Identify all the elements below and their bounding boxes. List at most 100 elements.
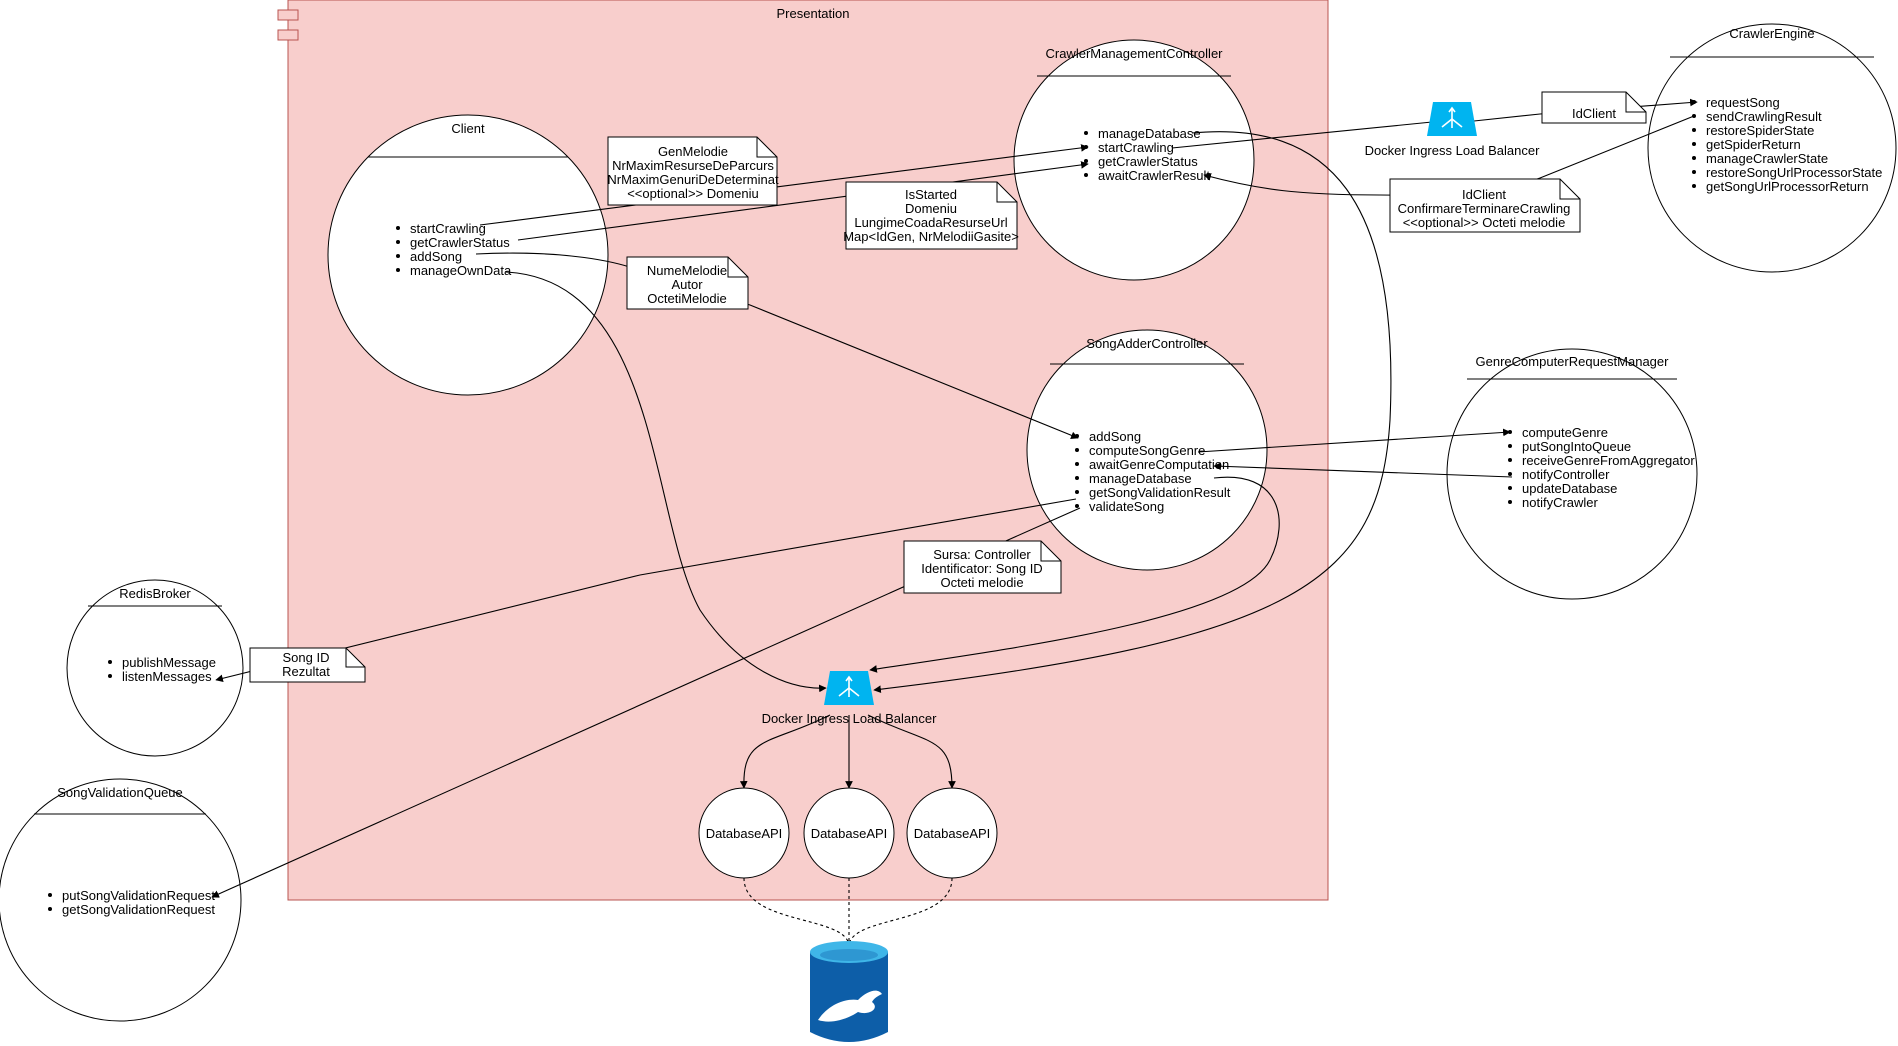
edge-crawler-manage-database	[873, 131, 1392, 694]
crawler-mgmt-title: CrawlerManagementController	[1045, 46, 1223, 61]
note-nume-melodie[interactable]: NumeMelodie Autor OctetiMelodie	[626, 256, 749, 310]
svg-text:IdClient: IdClient	[1462, 187, 1506, 202]
song-adder-method: awaitGenreComputation	[1089, 457, 1229, 472]
song-adder-method: manageDatabase	[1089, 471, 1192, 486]
genre-manager-method-list: computeGenre putSongIntoQueue receiveGen…	[1508, 425, 1695, 510]
song-adder-controller-node[interactable]: SongAdderController addSong computeSongG…	[1026, 329, 1268, 571]
note-is-started[interactable]: IsStarted Domeniu LungimeCoadaResurseUrl…	[843, 181, 1019, 250]
crawler-engine-method: requestSong	[1706, 95, 1780, 110]
song-adder-method: computeSongGenre	[1089, 443, 1205, 458]
redis-broker-node[interactable]: RedisBroker publishMessage listenMessage…	[66, 579, 244, 757]
svg-text:NrMaximGenuriDeDeterminat: NrMaximGenuriDeDeterminat	[607, 172, 779, 187]
song-adder-method: validateSong	[1089, 499, 1164, 514]
edge-lb-db1	[739, 714, 831, 789]
genre-computer-request-manager-node[interactable]: GenreComputerRequestManager computeGenre…	[1446, 348, 1698, 600]
client-node[interactable]: Client startCrawling getCrawlerStatus ad…	[327, 114, 609, 396]
database-api-node[interactable]: DatabaseAPI	[698, 787, 790, 879]
genre-manager-method: computeGenre	[1522, 425, 1608, 440]
svg-text:<<optional>> Domeniu: <<optional>> Domeniu	[627, 186, 759, 201]
edge-validate-song	[211, 507, 1081, 898]
crawler-engine-node[interactable]: CrawlerEngine requestSong sendCrawlingRe…	[1647, 23, 1897, 273]
edge-validation-result	[215, 498, 1077, 683]
edge-compute-genre	[1197, 428, 1511, 453]
note-sursa[interactable]: Sursa: Controller Identificator: Song ID…	[903, 540, 1062, 594]
svg-text:Rezultat: Rezultat	[282, 664, 330, 679]
redis-method: publishMessage	[122, 655, 216, 670]
db-link-1	[743, 877, 850, 946]
edge-manage-own-data	[505, 271, 827, 693]
database-api-node[interactable]: DatabaseAPI	[906, 787, 998, 879]
edge-get-crawler-status	[517, 161, 1089, 241]
svg-text:Sursa: Controller: Sursa: Controller	[933, 547, 1031, 562]
svg-text:NumeMelodie: NumeMelodie	[647, 263, 727, 278]
svg-text:Song ID: Song ID	[283, 650, 330, 665]
load-balancer-icon	[824, 671, 874, 705]
note-id-client[interactable]: IdClient	[1541, 91, 1647, 124]
database-api-node[interactable]: DatabaseAPI	[803, 787, 895, 879]
database-api-label: DatabaseAPI	[914, 826, 991, 841]
load-balancer-icon	[1427, 102, 1477, 136]
crawler-mgmt-method-list: manageDatabase startCrawling getCrawlerS…	[1084, 126, 1210, 183]
database-api-label: DatabaseAPI	[706, 826, 783, 841]
crawler-engine-method: getSpiderReturn	[1706, 137, 1801, 152]
edge-lb-db3	[867, 714, 956, 789]
load-balancer-middle[interactable]: Docker Ingress Load Balancer	[762, 671, 938, 726]
validation-queue-title: SongValidationQueue	[57, 785, 183, 800]
edges	[211, 98, 1698, 898]
validation-queue-method: putSongValidationRequest	[62, 888, 215, 903]
crawler-engine-method: restoreSpiderState	[1706, 123, 1814, 138]
crawler-engine-method-list: requestSong sendCrawlingResult restoreSp…	[1692, 95, 1882, 194]
client-method-list: startCrawling getCrawlerStatus addSong m…	[396, 221, 512, 278]
svg-text:NrMaximResurseDeParcurs: NrMaximResurseDeParcurs	[612, 158, 774, 173]
client-method: startCrawling	[410, 221, 486, 236]
svg-text:Identificator: Song ID: Identificator: Song ID	[921, 561, 1042, 576]
validation-queue-method-list: putSongValidationRequest getSongValidati…	[48, 888, 215, 917]
redis-method-list: publishMessage listenMessages	[108, 655, 216, 684]
note-song-id[interactable]: Song ID Rezultat	[249, 647, 366, 683]
edge-lb-to-engine	[1473, 98, 1698, 122]
redis-method: listenMessages	[122, 669, 212, 684]
edge-crawler-to-lb	[1171, 121, 1433, 149]
edge-start-crawling	[479, 144, 1089, 226]
genre-manager-method: notifyController	[1522, 467, 1610, 482]
edge-notify-controller	[1213, 462, 1513, 478]
client-method: addSong	[410, 249, 462, 264]
client-title: Client	[451, 121, 485, 136]
song-adder-method: getSongValidationResult	[1089, 485, 1231, 500]
client-method: getCrawlerStatus	[410, 235, 510, 250]
load-balancer-label: Docker Ingress Load Balancer	[1365, 143, 1541, 158]
crawler-mgmt-method: getCrawlerStatus	[1098, 154, 1198, 169]
load-balancer-top[interactable]: Docker Ingress Load Balancer	[1365, 102, 1541, 158]
database-icon	[810, 941, 888, 1042]
svg-text:Octeti melodie: Octeti melodie	[940, 575, 1023, 590]
note-gen-melodie[interactable]: GenMelodie NrMaximResurseDeParcurs NrMax…	[607, 136, 779, 206]
song-adder-title: SongAdderController	[1086, 336, 1208, 351]
song-validation-queue-node[interactable]: SongValidationQueue putSongValidationReq…	[0, 778, 242, 1022]
genre-manager-method: putSongIntoQueue	[1522, 439, 1631, 454]
crawler-engine-method: getSongUrlProcessorReturn	[1706, 179, 1869, 194]
database-api-label: DatabaseAPI	[811, 826, 888, 841]
genre-manager-method: receiveGenreFromAggregator	[1522, 453, 1695, 468]
crawler-engine-method: manageCrawlerState	[1706, 151, 1828, 166]
svg-text:LungimeCoadaResurseUrl: LungimeCoadaResurseUrl	[854, 215, 1007, 230]
crawler-mgmt-method: awaitCrawlerResult	[1098, 168, 1210, 183]
redis-title: RedisBroker	[119, 586, 191, 601]
seal-icon	[818, 990, 882, 1022]
svg-text:Autor: Autor	[671, 277, 703, 292]
svg-text:Map<IdGen, NrMelodiiGasite>: Map<IdGen, NrMelodiiGasite>	[843, 229, 1019, 244]
song-adder-method: addSong	[1089, 429, 1141, 444]
svg-text:ConfirmareTerminareCrawling: ConfirmareTerminareCrawling	[1398, 201, 1571, 216]
component-tab-top	[277, 9, 299, 21]
db-link-3	[848, 877, 953, 946]
genre-manager-method: updateDatabase	[1522, 481, 1617, 496]
crawler-mgmt-method: startCrawling	[1098, 140, 1174, 155]
genre-manager-method: notifyCrawler	[1522, 495, 1599, 510]
note-confirmare[interactable]: IdClient ConfirmareTerminareCrawling <<o…	[1389, 178, 1581, 233]
svg-text:IsStarted: IsStarted	[905, 187, 957, 202]
svg-text:<<optional>> Octeti melodie: <<optional>> Octeti melodie	[1403, 215, 1566, 230]
client-method: manageOwnData	[410, 263, 512, 278]
crawler-management-controller-node[interactable]: CrawlerManagementController manageDataba…	[1013, 39, 1255, 281]
crawler-engine-method: restoreSongUrlProcessorState	[1706, 165, 1882, 180]
song-adder-method-list: addSong computeSongGenre awaitGenreCompu…	[1075, 429, 1231, 514]
crawler-engine-title: CrawlerEngine	[1729, 26, 1814, 41]
